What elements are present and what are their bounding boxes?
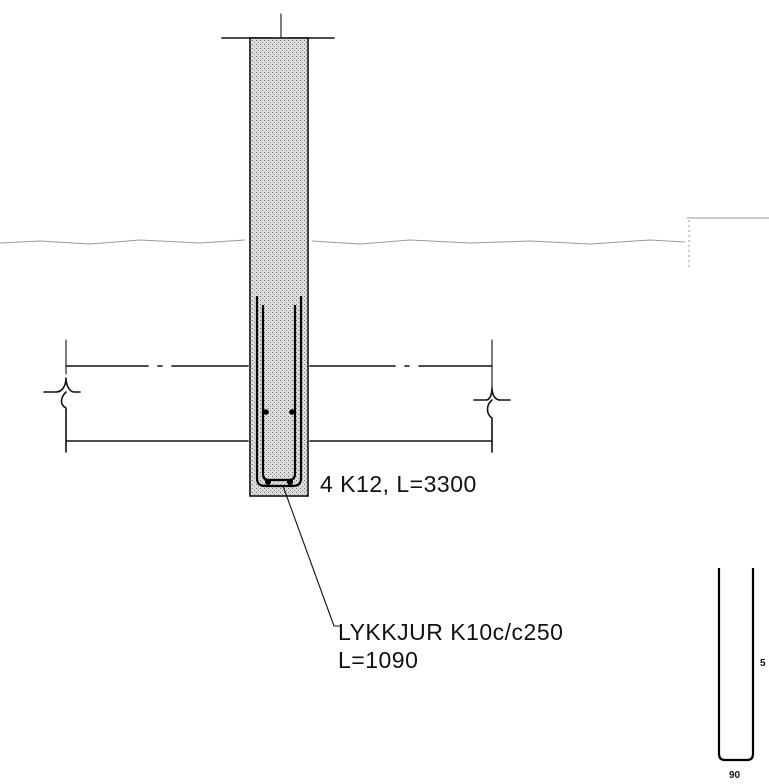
bending-height-label: 5 xyxy=(760,658,766,669)
stirrup-label-line1: LYKKJUR K10c/c250 xyxy=(338,619,563,645)
stirrup-label-line2: L=1090 xyxy=(338,647,418,673)
rebar-cross-sections xyxy=(263,409,295,485)
main-rebar-u-bars xyxy=(255,296,303,488)
scan-artifact-line xyxy=(0,217,769,270)
concrete-column xyxy=(249,37,309,497)
bending-shape xyxy=(717,568,755,762)
right-break-line xyxy=(473,339,511,453)
horizontal-member xyxy=(65,365,493,442)
bending-width-label: 90 xyxy=(729,770,741,781)
stirrup-leader-line xyxy=(282,485,341,627)
left-break-line xyxy=(43,339,81,453)
main-bars-label: 4 K12, L=3300 xyxy=(320,471,477,497)
